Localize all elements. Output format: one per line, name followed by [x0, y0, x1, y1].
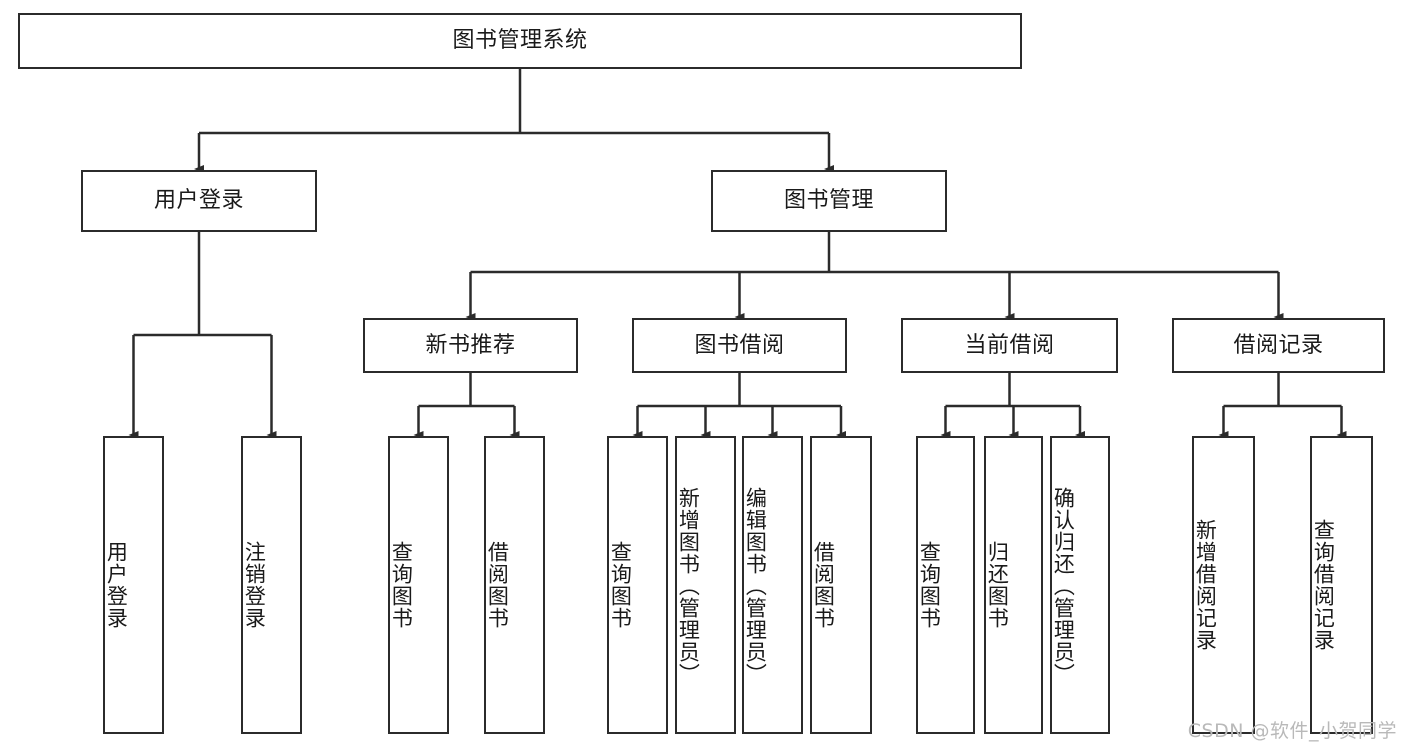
leaf-confirm-return-admin[interactable]: 确认归还（管理员）	[1050, 436, 1110, 734]
leaf-borrow-book-borrow-label: 借阅图书	[811, 541, 836, 629]
leaf-logout[interactable]: 注销登录	[241, 436, 302, 734]
leaf-query-book-current-label: 查询图书	[917, 541, 942, 629]
leaf-borrow-book-recommend[interactable]: 借阅图书	[484, 436, 545, 734]
leaf-query-book-recommend[interactable]: 查询图书	[388, 436, 449, 734]
node-book-borrow-label: 图书借阅	[694, 332, 785, 358]
leaf-borrow-book-borrow[interactable]: 借阅图书	[810, 436, 872, 734]
node-current-borrow[interactable]: 当前借阅	[901, 318, 1118, 373]
leaf-edit-book-admin-label: 编辑图书（管理员）	[743, 487, 768, 685]
leaf-user-login-label: 用户登录	[104, 541, 129, 629]
leaf-edit-book-admin[interactable]: 编辑图书（管理员）	[742, 436, 803, 734]
watermark: CSDN @软件_小贺同学	[1187, 720, 1397, 742]
leaf-add-book-admin[interactable]: 新增图书（管理员）	[675, 436, 736, 734]
leaf-user-login[interactable]: 用户登录	[103, 436, 164, 734]
node-book-borrow[interactable]: 图书借阅	[632, 318, 847, 373]
leaf-add-borrow-record-label: 新增借阅记录	[1193, 519, 1218, 651]
node-borrow-record[interactable]: 借阅记录	[1172, 318, 1385, 373]
leaf-borrow-book-recommend-label: 借阅图书	[485, 541, 510, 629]
node-user-login[interactable]: 用户登录	[81, 170, 317, 232]
leaf-return-book[interactable]: 归还图书	[984, 436, 1043, 734]
node-new-book-recommend[interactable]: 新书推荐	[363, 318, 578, 373]
node-new-book-recommend-label: 新书推荐	[425, 332, 516, 358]
leaf-query-book-borrow-label: 查询图书	[608, 541, 633, 629]
node-user-login-label: 用户登录	[153, 188, 244, 214]
leaf-add-book-admin-label: 新增图书（管理员）	[676, 487, 701, 685]
node-book-manage-label: 图书管理	[783, 188, 874, 214]
node-current-borrow-label: 当前借阅	[964, 332, 1055, 358]
leaf-query-book-current[interactable]: 查询图书	[916, 436, 975, 734]
leaf-query-borrow-record[interactable]: 查询借阅记录	[1310, 436, 1373, 734]
leaf-query-borrow-record-label: 查询借阅记录	[1311, 519, 1336, 651]
node-root[interactable]: 图书管理系统	[18, 13, 1022, 69]
leaf-add-borrow-record[interactable]: 新增借阅记录	[1192, 436, 1255, 734]
leaf-query-book-borrow[interactable]: 查询图书	[607, 436, 668, 734]
node-root-label: 图书管理系统	[452, 28, 588, 54]
leaf-query-book-recommend-label: 查询图书	[389, 541, 414, 629]
leaf-confirm-return-admin-label: 确认归还（管理员）	[1051, 487, 1076, 685]
leaf-logout-label: 注销登录	[242, 541, 267, 629]
node-borrow-record-label: 借阅记录	[1233, 332, 1324, 358]
leaf-return-book-label: 归还图书	[985, 541, 1010, 629]
node-book-manage[interactable]: 图书管理	[711, 170, 947, 232]
